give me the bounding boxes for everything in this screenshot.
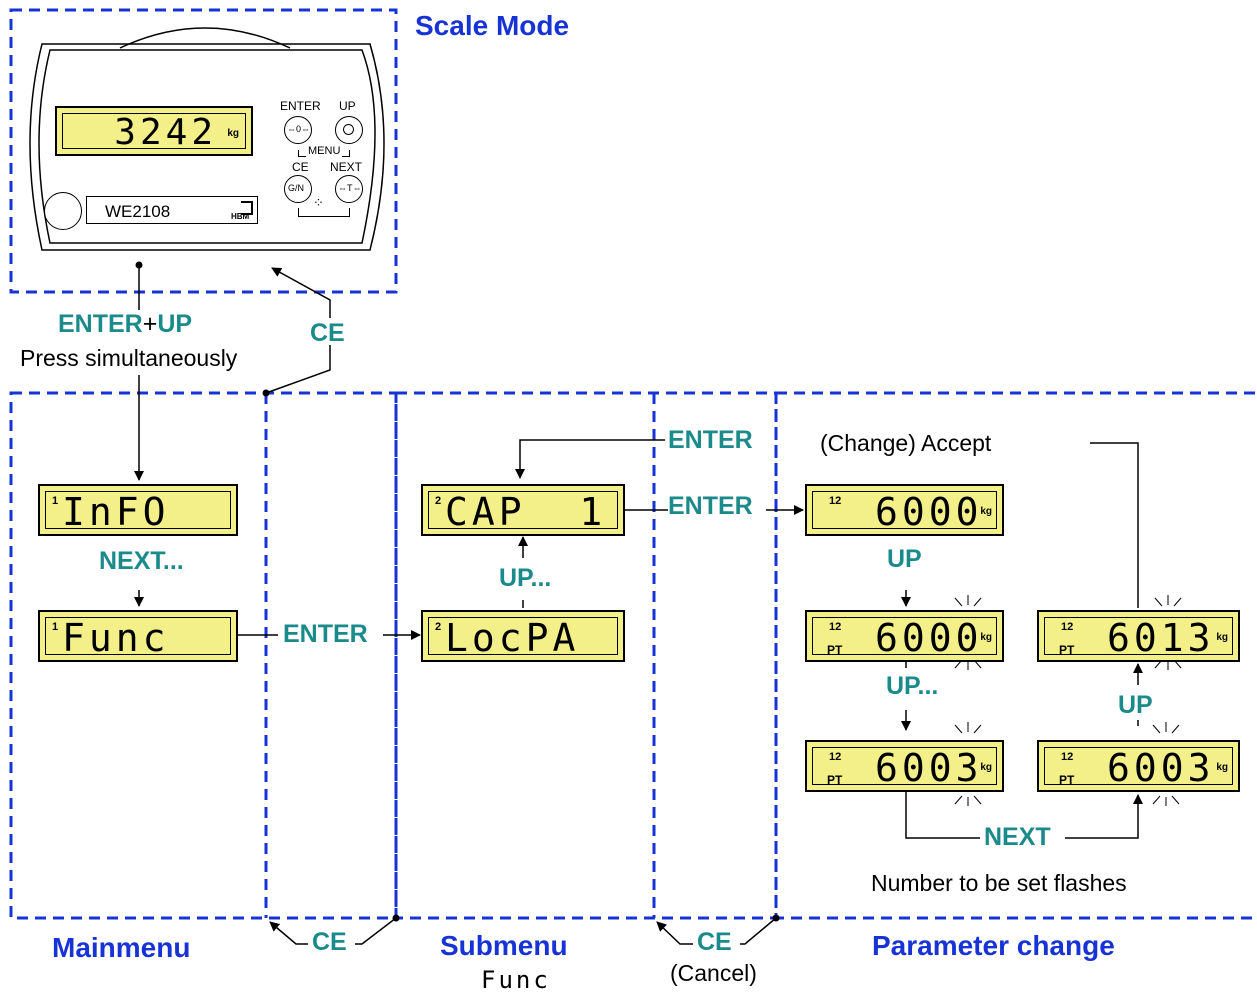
display-param-3-pt: PT — [827, 773, 843, 787]
next-param-label: NEXT — [984, 823, 1051, 851]
submenu-title: Submenu — [440, 930, 568, 961]
up-sub-label: UP... — [499, 564, 552, 592]
flash-marks — [954, 595, 1182, 806]
enter-loop-label: ENTER — [668, 426, 753, 454]
up-param3-label: UP — [1118, 691, 1153, 719]
display-param-5-unit: kg — [1216, 632, 1228, 643]
submenu-frame — [394, 391, 778, 920]
enter-up-label: ENTER+UP — [58, 312, 192, 337]
device-model-panel: WE2108 HBM — [86, 196, 258, 224]
device-outline — [29, 27, 385, 251]
display-info-sup: 1 — [52, 495, 59, 507]
up-param2-label: UP... — [886, 672, 939, 700]
enter-up-label-b: UP — [157, 310, 193, 338]
up-key-label: UP — [339, 99, 356, 113]
display-param-3: 12 PT 6003 kg — [805, 740, 1004, 792]
ce-top-label: CE — [310, 319, 345, 347]
display-info: 1 InFO — [38, 484, 238, 536]
hbm-logo: HBM — [231, 199, 255, 221]
display-func: 1 Func — [38, 610, 238, 662]
ce-main-label: CE — [312, 928, 347, 956]
display-param-5-pt: PT — [1059, 643, 1075, 657]
device-round-button[interactable] — [44, 192, 82, 230]
press-simultaneously: Press simultaneously — [20, 345, 238, 371]
mainmenu-frame — [9, 391, 398, 920]
device-display-unit: kg — [227, 128, 239, 139]
display-param-5: 12 PT 6013 kg — [1037, 610, 1240, 662]
dots-icon: ⁘ — [313, 195, 324, 210]
display-info-text: InFO — [62, 490, 170, 534]
display-cap: 2 CAP 1 — [421, 484, 625, 536]
next-main-label: NEXT... — [99, 547, 184, 575]
display-param-1-sup: 12 — [829, 495, 842, 507]
display-param-4: 12 PT 6003 kg — [1037, 740, 1240, 792]
display-cap-text: CAP 1 — [445, 490, 607, 534]
accept-label: (Change) Accept — [820, 430, 992, 456]
next-key-label: NEXT — [330, 160, 363, 174]
up-param1-label: UP — [887, 545, 922, 573]
display-param-4-pt: PT — [1059, 773, 1075, 787]
display-param-3-value: 6003 — [875, 746, 983, 790]
next-key[interactable]: ⇔T⇔ — [335, 175, 363, 203]
display-param-2: 12 PT 6000 kg — [805, 610, 1004, 662]
display-param-1: 12 6000 kg — [805, 484, 1004, 536]
display-param-3-unit: kg — [980, 762, 992, 773]
display-param-5-value: 6013 — [1107, 616, 1215, 660]
ce-key[interactable]: G/N — [284, 175, 312, 203]
display-param-2-value: 6000 — [875, 616, 983, 660]
dots-bracket — [298, 208, 350, 217]
enter-key[interactable]: ⇔0⇔ — [284, 116, 312, 144]
display-param-4-unit: kg — [1216, 762, 1228, 773]
cancel-label: (Cancel) — [670, 960, 757, 986]
enter-main-sub-label: ENTER — [283, 620, 368, 648]
enter-up-label-a: ENTER — [58, 310, 143, 338]
display-func-text: Func — [62, 616, 170, 660]
enter-key-symbol: ⇔0⇔ — [287, 124, 311, 134]
display-param-2-unit: kg — [980, 632, 992, 643]
display-param-5-sup: 12 — [1061, 621, 1074, 633]
display-locpa: 2 LocPA — [421, 610, 625, 662]
ce-key-symbol: G/N — [288, 183, 305, 193]
display-param-1-unit: kg — [980, 506, 992, 517]
enter-key-label: ENTER — [280, 99, 321, 113]
display-param-4-sup: 12 — [1061, 751, 1074, 763]
device-model: WE2108 — [105, 202, 171, 221]
device-display-value: 3242 — [114, 112, 217, 153]
display-func-sup: 1 — [52, 621, 59, 633]
menu-label: MENU — [306, 145, 343, 157]
display-param-4-value: 6003 — [1107, 746, 1215, 790]
up-key[interactable] — [335, 116, 363, 144]
scale-mode-frame — [9, 8, 398, 294]
device-display: 3242 kg — [55, 106, 253, 156]
param-change-title: Parameter change — [872, 930, 1115, 961]
scale-mode-title: Scale Mode — [415, 10, 570, 41]
submenu-subtitle: Func — [481, 966, 551, 994]
display-param-1-value: 6000 — [875, 490, 983, 534]
ce-key-label: CE — [292, 160, 309, 174]
flash-note: Number to be set flashes — [871, 870, 1127, 896]
display-locpa-sup: 2 — [435, 621, 442, 633]
mainmenu-title: Mainmenu — [52, 932, 191, 963]
display-param-2-pt: PT — [827, 643, 843, 657]
display-param-2-sup: 12 — [829, 621, 842, 633]
display-locpa-text: LocPA — [445, 616, 580, 660]
hbm-logo-text: HBM — [231, 212, 250, 221]
display-param-3-sup: 12 — [829, 751, 842, 763]
ce-param-label: CE — [697, 928, 732, 956]
enter-up-plus: + — [142, 310, 158, 338]
next-key-symbol: ⇔T⇔ — [338, 183, 362, 193]
up-key-icon — [343, 124, 354, 135]
display-cap-sup: 2 — [435, 495, 442, 507]
enter-to-param-label: ENTER — [668, 492, 753, 520]
